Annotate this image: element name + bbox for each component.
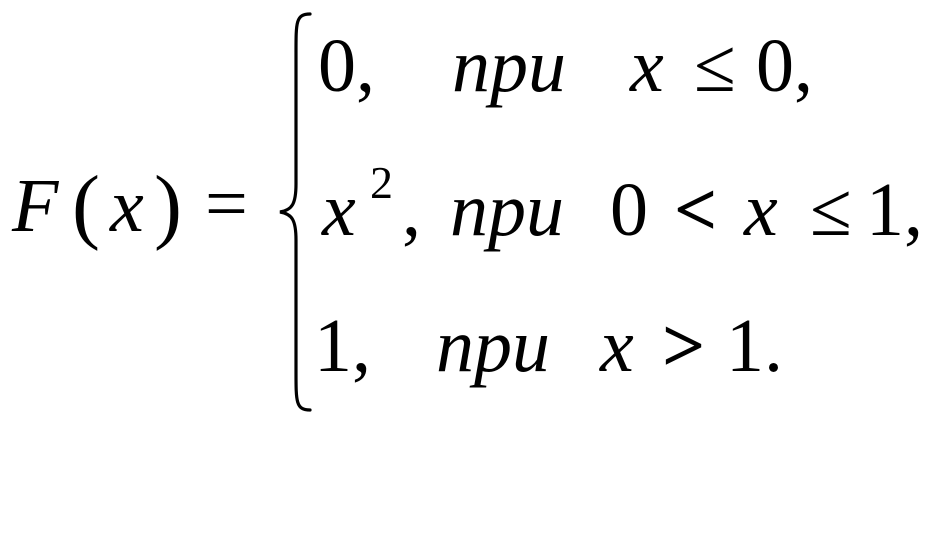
case-2-operator-le: ≤ <box>810 168 852 252</box>
equals-sign: = <box>205 162 248 246</box>
case-2-lower-bound: 0 <box>610 168 648 252</box>
case-1-value: 0, <box>318 24 375 108</box>
case-3-variable: x <box>600 304 634 388</box>
left-curly-brace-icon <box>279 12 312 412</box>
case-2-word: при <box>450 168 564 252</box>
case-2-upper-bound: 1, <box>866 168 923 252</box>
close-paren: ) <box>154 159 182 252</box>
case-1-bound: 0, <box>756 24 813 108</box>
case-1-variable: x <box>630 24 664 108</box>
case-2-base: x <box>322 168 356 252</box>
case-2-exponent: 2 <box>370 157 393 208</box>
case-1-operator: ≤ <box>694 24 736 108</box>
function-argument: x <box>110 164 144 248</box>
open-paren: ( <box>72 159 100 252</box>
case-1-word: при <box>452 24 566 108</box>
function-name: F <box>12 164 59 248</box>
case-2-variable: x <box>744 168 778 252</box>
case-2-operator-lt: < <box>674 168 718 252</box>
case-3-bound: 1. <box>726 304 783 388</box>
case-3-word: при <box>436 304 550 388</box>
case-2-comma: , <box>402 168 421 252</box>
case-3-value: 1, <box>314 304 371 388</box>
case-3-operator: > <box>662 304 706 388</box>
